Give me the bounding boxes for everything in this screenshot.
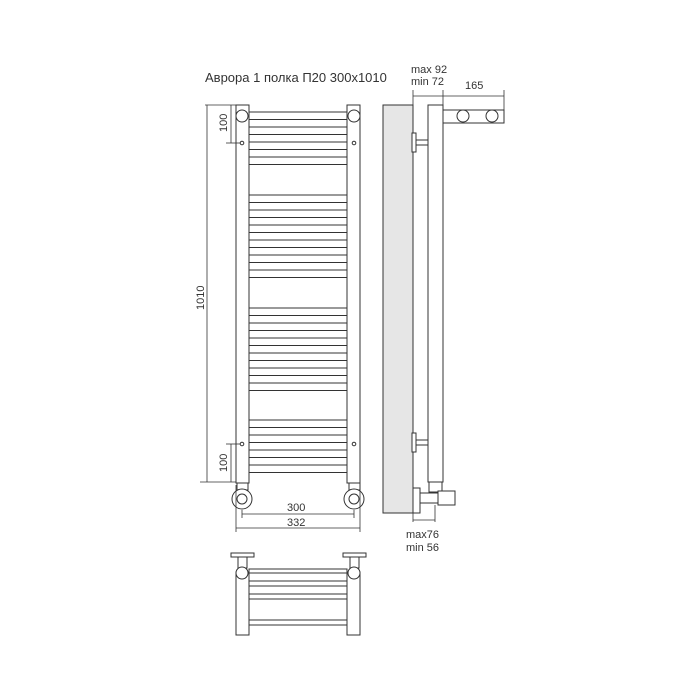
left-wall-plate bbox=[230, 552, 255, 558]
dim-min-72: min 72 bbox=[411, 76, 444, 88]
rung bbox=[248, 126, 348, 135]
dim-max-76: max76 bbox=[406, 529, 439, 541]
top-view bbox=[230, 552, 367, 636]
rung bbox=[248, 209, 348, 218]
mount-point bbox=[239, 441, 245, 447]
rung bbox=[248, 464, 348, 473]
right-valve-inner bbox=[348, 493, 360, 505]
rung bbox=[248, 367, 348, 376]
rung bbox=[248, 337, 348, 346]
bracket-disc bbox=[411, 132, 417, 153]
rung bbox=[248, 419, 348, 428]
rung bbox=[248, 111, 348, 120]
top-bar bbox=[248, 568, 348, 574]
valve-nut bbox=[428, 481, 443, 493]
top-bar bbox=[248, 580, 348, 587]
front-view: 100 1010 100 300 332 bbox=[195, 104, 365, 532]
rung bbox=[248, 352, 348, 361]
left-post bbox=[235, 104, 250, 484]
rung bbox=[248, 254, 348, 263]
top-bar bbox=[248, 593, 348, 600]
rung bbox=[248, 449, 348, 458]
rung bbox=[248, 194, 348, 203]
left-valve-inner bbox=[236, 493, 248, 505]
shelf-bar bbox=[485, 109, 499, 123]
valve-cap bbox=[437, 490, 456, 506]
bracket-rod bbox=[414, 139, 429, 146]
rung bbox=[248, 224, 348, 233]
rung bbox=[248, 269, 348, 278]
dim-min-56: min 56 bbox=[406, 542, 439, 554]
dim-width-300: 300 bbox=[287, 502, 305, 514]
left-top-cap bbox=[235, 109, 249, 123]
wall bbox=[382, 104, 414, 514]
rung bbox=[248, 239, 348, 248]
rung bbox=[248, 307, 348, 316]
dim-max-92: max 92 bbox=[411, 64, 447, 76]
side-post bbox=[427, 104, 444, 483]
left-post-cap bbox=[235, 566, 249, 580]
bracket-disc bbox=[411, 432, 417, 453]
shelf-bar bbox=[456, 109, 470, 123]
dim-165: 165 bbox=[465, 80, 483, 92]
right-post bbox=[346, 104, 361, 484]
rung bbox=[248, 141, 348, 150]
right-post-top bbox=[346, 571, 361, 636]
rung bbox=[248, 322, 348, 331]
rung bbox=[248, 382, 348, 391]
diagram-title: Аврора 1 полка П20 300x1010 bbox=[205, 70, 387, 85]
right-top-cap bbox=[347, 109, 361, 123]
right-post-cap bbox=[347, 566, 361, 580]
mount-point bbox=[351, 140, 357, 146]
rung bbox=[248, 156, 348, 165]
right-wall-plate bbox=[342, 552, 367, 558]
right-bracket bbox=[349, 556, 360, 569]
dim-height-1010: 1010 bbox=[195, 286, 207, 310]
valve-flange bbox=[412, 487, 421, 514]
side-view: max 92 min 72 165 max76 min 56 bbox=[382, 64, 505, 554]
dim-top-100: 100 bbox=[218, 114, 230, 132]
dim-width-332: 332 bbox=[287, 517, 305, 529]
top-bar bbox=[248, 619, 348, 626]
dim-bottom-100: 100 bbox=[218, 454, 230, 472]
left-post-top bbox=[235, 571, 250, 636]
rung bbox=[248, 434, 348, 443]
bracket-rod bbox=[414, 439, 429, 446]
left-bracket bbox=[237, 556, 248, 569]
rungs bbox=[248, 111, 348, 473]
mount-point bbox=[239, 140, 245, 146]
mount-point bbox=[351, 441, 357, 447]
